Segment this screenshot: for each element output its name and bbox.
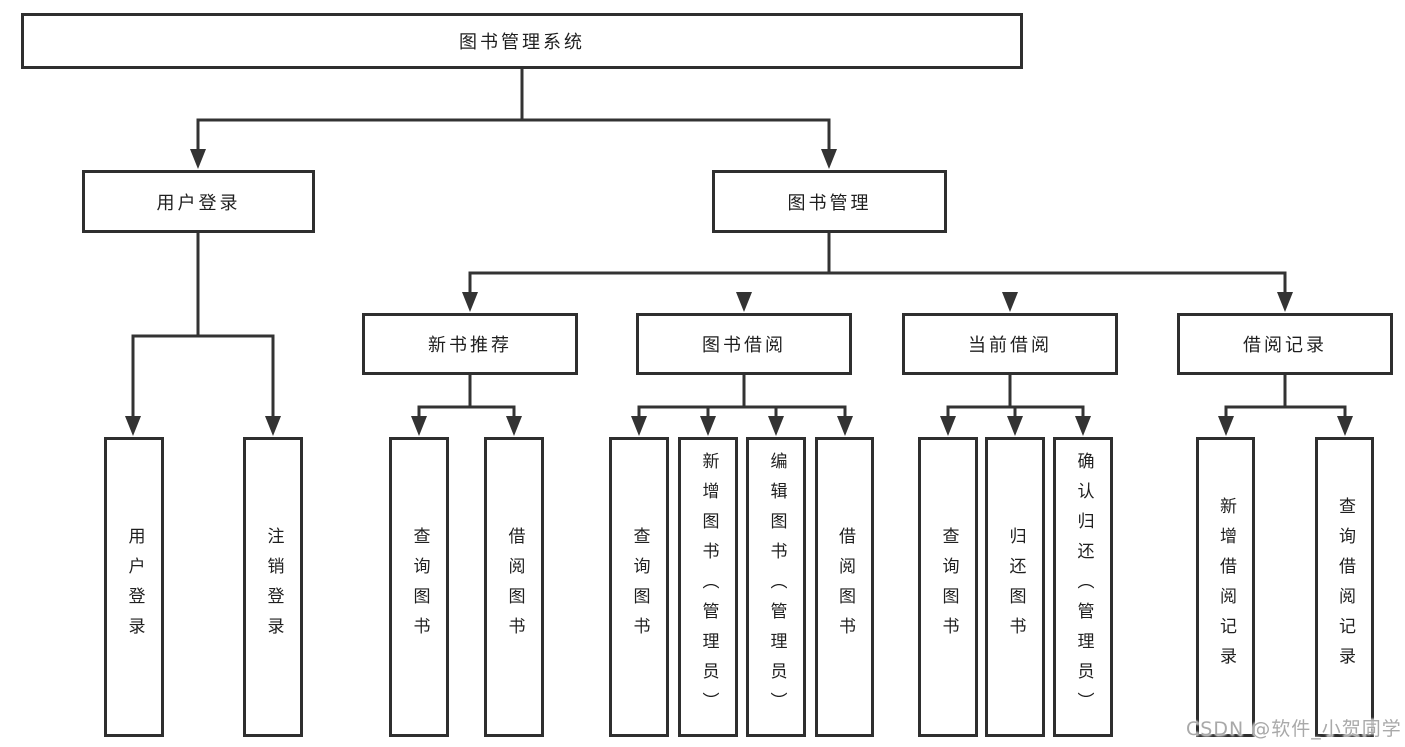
node-new-book-recommend: 新书推荐 [362, 313, 578, 375]
node-current-borrow: 当前借阅 [902, 313, 1118, 375]
leaf-query-borrow-record: 查询借阅记录 [1315, 437, 1374, 737]
leaf-edit-book-admin: 编辑图书（管理员） [746, 437, 806, 737]
leaf-borrow-books-borrow: 借阅图书 [815, 437, 874, 737]
leaf-confirm-return-admin: 确认归还（管理员） [1053, 437, 1113, 737]
node-user-login: 用户登录 [82, 170, 315, 233]
leaf-query-books-borrow: 查询图书 [609, 437, 669, 737]
node-book-management: 图书管理 [712, 170, 947, 233]
node-root: 图书管理系统 [21, 13, 1023, 69]
leaf-logout: 注销登录 [243, 437, 303, 737]
leaf-borrow-books-recommend: 借阅图书 [484, 437, 544, 737]
leaf-query-books-current: 查询图书 [918, 437, 978, 737]
leaf-add-book-admin: 新增图书（管理员） [678, 437, 738, 737]
leaf-return-books: 归还图书 [985, 437, 1045, 737]
leaf-user-login: 用户登录 [104, 437, 164, 737]
node-borrow-records: 借阅记录 [1177, 313, 1393, 375]
csdn-watermark: CSDN @软件_小贺同学 [1186, 718, 1402, 740]
node-book-borrow: 图书借阅 [636, 313, 852, 375]
connector-lines [131, 69, 1347, 421]
connector-arrowheads [125, 149, 1353, 436]
leaf-query-books-recommend: 查询图书 [389, 437, 449, 737]
leaf-add-borrow-record: 新增借阅记录 [1196, 437, 1255, 737]
